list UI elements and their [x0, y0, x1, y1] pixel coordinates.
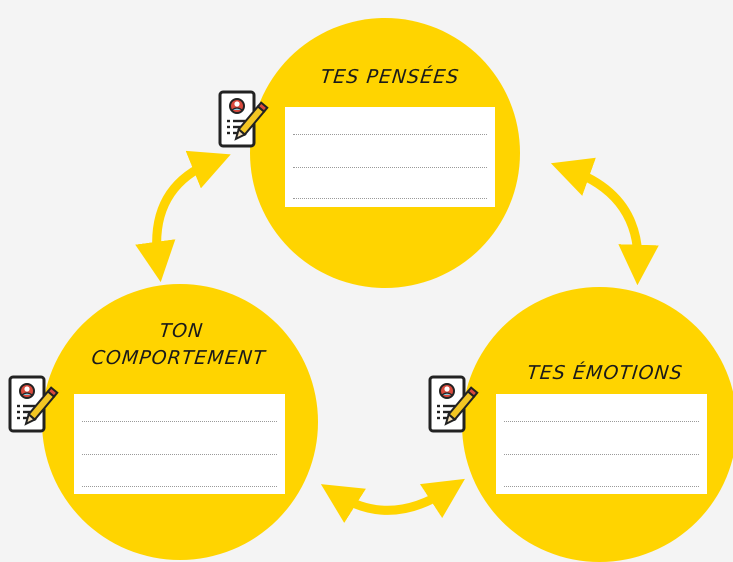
behaviour-label-line1: TON — [158, 320, 205, 342]
behaviour-label-line2: COMPORTEMENT — [90, 347, 267, 369]
arrow-thoughts-emotions — [550, 157, 659, 286]
behaviour-card[interactable] — [74, 394, 285, 494]
arrow-behaviour-thoughts — [135, 150, 231, 283]
arrow-behaviour-emotions — [320, 478, 465, 523]
thoughts-label: TES PENSÉES — [319, 66, 461, 88]
emotions-card[interactable] — [496, 394, 707, 494]
document-pencil-icon — [8, 375, 59, 433]
card-line — [504, 454, 699, 455]
emotions-label: TES ÉMOTIONS — [526, 362, 684, 384]
card-line — [293, 167, 487, 168]
card-line — [82, 454, 277, 455]
card-line — [504, 486, 699, 487]
document-pencil-icon — [428, 375, 479, 433]
card-line — [82, 421, 277, 422]
card-line — [82, 486, 277, 487]
card-line — [293, 134, 487, 135]
card-line — [293, 198, 487, 199]
behaviour-label: TON COMPORTEMENT — [67, 318, 293, 372]
document-pencil-icon — [218, 90, 269, 148]
thoughts-card[interactable] — [285, 107, 495, 207]
card-line — [504, 421, 699, 422]
